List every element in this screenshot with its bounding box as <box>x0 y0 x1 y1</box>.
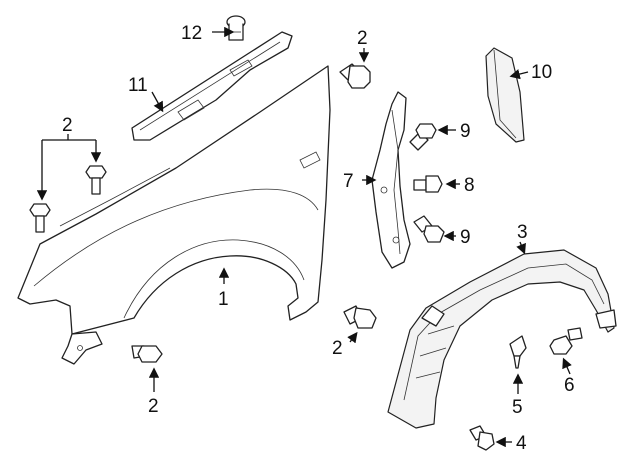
leader-lines <box>36 26 572 448</box>
bolt-part-8 <box>413 175 443 193</box>
bolt-part-2-left-a <box>29 203 51 233</box>
callout-2-top: 2 <box>357 28 368 49</box>
clip-part-5 <box>509 335 527 369</box>
callouts: 12 11 2 2 1 2 2 3 4 5 6 7 8 9 9 10 <box>62 23 575 454</box>
callout-2-bottom: 2 <box>148 396 159 417</box>
callout-9-top: 9 <box>460 121 471 142</box>
insulator-part <box>485 47 525 143</box>
fender-stay-part <box>371 91 411 269</box>
bolt-part-2-left-b <box>85 165 107 195</box>
bolt-part-9-top <box>409 123 437 151</box>
callout-1: 1 <box>218 289 229 310</box>
fender-part <box>17 65 331 365</box>
callout-2-mid: 2 <box>332 338 343 359</box>
callout-5: 5 <box>512 397 523 418</box>
bolt-part-9-bottom <box>413 215 445 243</box>
bolt-part-2-bottom <box>131 345 163 363</box>
callout-6: 6 <box>564 375 575 396</box>
bolt-part-2-mid <box>343 305 377 329</box>
bolt-part-2-top <box>339 63 371 89</box>
bolt-part-6 <box>549 327 583 355</box>
fender-bracket-part <box>131 31 293 141</box>
clip-part-12 <box>226 15 246 41</box>
callout-9-bottom: 9 <box>460 227 471 248</box>
callout-10: 10 <box>531 62 552 83</box>
callout-2-left: 2 <box>62 115 73 136</box>
callout-11: 11 <box>128 75 148 96</box>
callout-7: 7 <box>343 171 354 192</box>
callout-12: 12 <box>181 23 202 44</box>
callout-8: 8 <box>464 175 475 196</box>
screw-part-4 <box>469 425 495 451</box>
fender-liner-part <box>387 249 617 429</box>
callout-4: 4 <box>516 433 527 454</box>
callout-3: 3 <box>517 222 528 243</box>
